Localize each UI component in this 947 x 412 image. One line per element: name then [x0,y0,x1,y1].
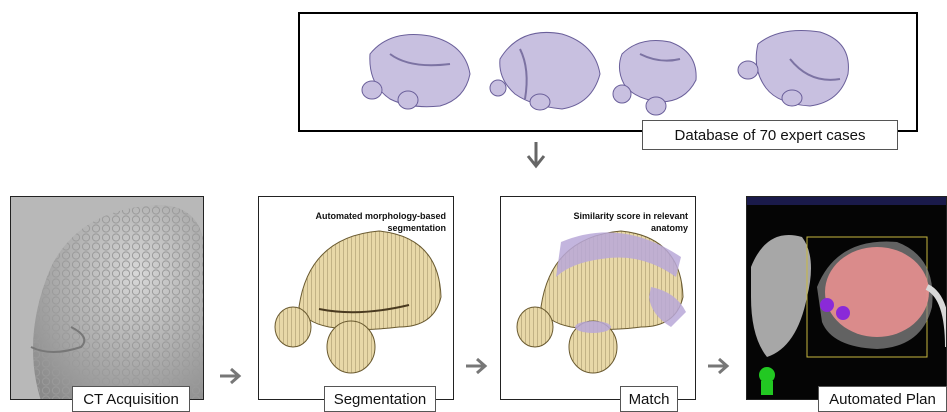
right-arrow-icon [464,356,488,376]
segmentation-annotation: Automated morphology-based segmentation [266,210,446,234]
match-annotation-line1: Similarity score in relevant [508,210,688,222]
segmentation-annotation-line1: Automated morphology-based [266,210,446,222]
match-annotation: Similarity score in relevant anatomy [508,210,688,234]
database-label: Database of 70 expert cases [642,120,898,150]
ct-acquisition-caption: CT Acquisition [72,386,190,412]
down-arrow-icon [524,140,548,170]
match-annotation-line2: anatomy [508,222,688,234]
right-arrow-icon [218,366,242,386]
ct-acquisition-panel [10,196,204,400]
match-caption: Match [620,386,678,412]
automated-plan-caption: Automated Plan [818,386,947,412]
ct-head-image [11,197,204,400]
treatment-plan-image [747,197,947,400]
database-brain-shapes [300,14,916,130]
database-panel [298,12,918,132]
segmentation-annotation-line2: segmentation [266,222,446,234]
segmentation-caption: Segmentation [324,386,436,412]
right-arrow-icon [706,356,730,376]
automated-plan-panel [746,196,947,400]
